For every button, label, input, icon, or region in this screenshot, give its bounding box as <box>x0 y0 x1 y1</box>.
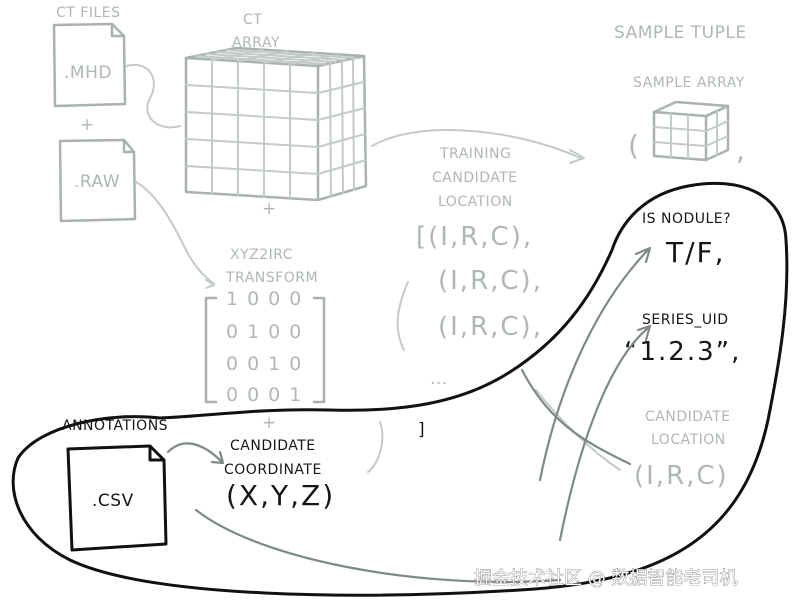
candidate-location-value: (I,R,C) <box>634 461 729 491</box>
mhd-file-icon <box>52 22 127 108</box>
annotations-group: ANNOTATIONS .CSV <box>62 418 168 552</box>
ct-array-group: CT ARRAY <box>184 12 368 202</box>
training-entry-1: [(I,R,C), <box>416 222 533 252</box>
training-heading-line1: TRAINING <box>439 146 511 162</box>
raw-file-label: .RAW <box>74 172 120 192</box>
csv-file-icon <box>66 444 168 552</box>
candidate-coordinate-plus: + <box>262 413 277 433</box>
matrix-row-4: 0001 <box>226 384 310 406</box>
candidate-coordinate-group: + CANDIDATE COORDINATE (X,Y,Z) <box>224 413 335 512</box>
matrix-left-bracket <box>204 296 218 404</box>
sample-array-cube-icon <box>652 100 730 162</box>
annotations-heading: ANNOTATIONS <box>62 418 168 434</box>
transform-heading-line1: XYZ2IRC <box>230 247 293 263</box>
training-entry-3: (I,R,C), <box>438 312 543 342</box>
training-heading-line2: CANDIDATE <box>432 170 518 186</box>
csv-file-label: .CSV <box>92 491 134 511</box>
raw-file-icon <box>58 138 137 223</box>
ct-array-cube-icon <box>184 46 368 202</box>
training-entry-ellipsis: ... <box>430 369 448 389</box>
candidate-location-line2: LOCATION <box>651 432 726 448</box>
mhd-file-label: .MHD <box>64 63 112 83</box>
sample-tuple-heading: SAMPLE TUPLE <box>614 23 747 43</box>
series-uid-value: “1.2.3”, <box>624 337 741 367</box>
sample-tuple-group: SAMPLE TUPLE SAMPLE ARRAY ( , IS NODULE?… <box>614 23 747 491</box>
transform-heading-line2: TRANSFORM <box>225 270 318 286</box>
matrix-row-2: 0100 <box>226 321 310 343</box>
training-entry-2: (I,R,C), <box>438 266 543 296</box>
ct-files-group: CT FILES .MHD + .RAW <box>52 5 137 223</box>
ct-files-plus: + <box>80 115 95 135</box>
candidate-coordinate-value: (X,Y,Z) <box>226 479 335 512</box>
candidate-coordinate-heading-line2: COORDINATE <box>224 462 322 478</box>
watermark-text: 掘金技术社区 @ 数据智能老司机 <box>474 568 737 589</box>
candidate-location-line1: CANDIDATE <box>645 409 731 425</box>
training-candidate-group: TRAINING CANDIDATE LOCATION [(I,R,C), (I… <box>416 146 543 440</box>
sample-tuple-enclosure-loop <box>11 181 789 597</box>
series-uid-label: SERIES_UID <box>642 312 728 328</box>
is-nodule-label: IS NODULE? <box>642 211 731 227</box>
transform-plus: + <box>262 199 277 219</box>
training-closing-bracket: ] <box>418 420 425 440</box>
ct-array-heading-line2: ARRAY <box>232 35 280 51</box>
matrix-right-bracket <box>312 296 326 404</box>
sample-tuple-open-paren: ( <box>628 129 641 162</box>
dark-flow-arrows <box>166 246 652 583</box>
matrix-row-3: 0010 <box>226 353 310 375</box>
sample-tuple-comma: , <box>736 134 747 167</box>
transform-group: + XYZ2IRC TRANSFORM 1000 0100 0010 0001 <box>204 199 326 406</box>
candidate-coordinate-heading-line1: CANDIDATE <box>230 438 316 454</box>
sample-array-label: SAMPLE ARRAY <box>633 75 745 91</box>
is-nodule-value: T/F, <box>665 236 726 269</box>
ct-files-heading: CT FILES <box>56 5 121 21</box>
training-heading-line3: LOCATION <box>438 194 513 210</box>
ct-array-heading-line1: CT <box>243 12 262 28</box>
matrix-row-1: 1000 <box>226 288 310 310</box>
